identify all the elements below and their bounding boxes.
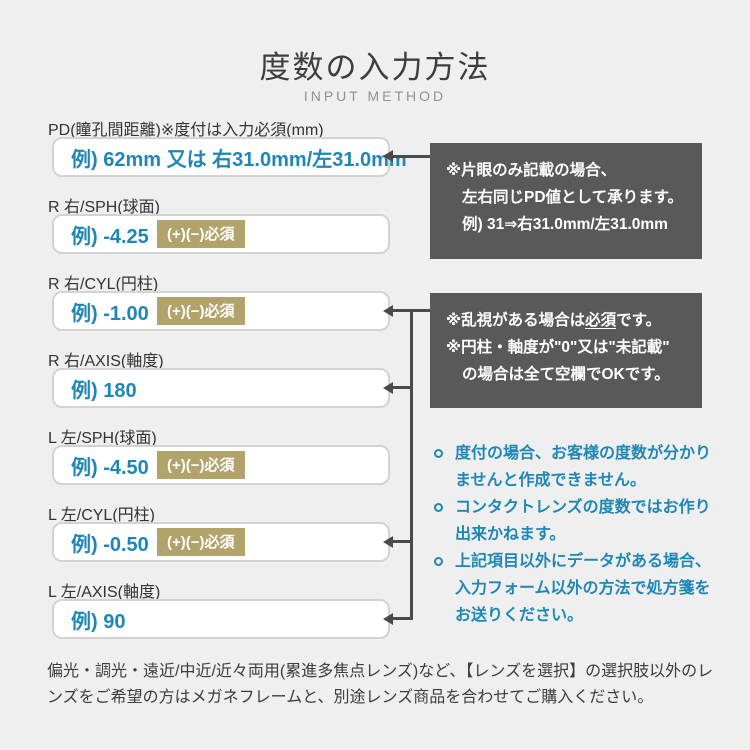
list-item: コンタクトレンズの度数ではお作り出来かねます。 [432, 494, 722, 548]
circle-bullet-icon [434, 449, 443, 458]
field-label-pd: PD(瞳孔間距離)※度付は入力必須(mm) [48, 122, 324, 139]
field-label-l-cyl: L 左/CYL(円柱) [48, 507, 155, 524]
pd-note-line1: ※片眼のみ記載の場合、 [446, 162, 617, 179]
field-label-l-sph: L 左/SPH(球面) [48, 430, 157, 447]
cyl-note-line3: の場合は全て空欄でOKです。 [462, 366, 670, 383]
field-label-r-axis: R 右/AXIS(軸度) [48, 353, 164, 370]
l-axis-example-value: 例) 90 [71, 610, 126, 633]
left-arrow-icon [383, 536, 393, 548]
circle-bullet-icon [434, 557, 443, 566]
r-sph-input[interactable]: 例) -4.25 (+)(−)必須 [52, 214, 390, 254]
footer-note: 偏光・調光・遠近/中近/近々両用(累進多焦点レンズ)など、【レンズを選択】の選択… [47, 663, 714, 706]
required-underlined-word: 必須 [585, 312, 617, 329]
field-label-r-sph: R 右/SPH(球面) [48, 199, 161, 216]
cyl-note-line1: ※乱視がある場合は必須です。 [446, 312, 662, 329]
r-sph-example-value: 例) -4.25 [71, 225, 149, 248]
cyl-note-line2: ※円柱・軸度が"0"又は"未記載" [446, 339, 670, 356]
cyl-axis-note-callout: ※乱視がある場合は必須です。 ※円柱・軸度が"0"又は"未記載" の場合は全て空… [430, 293, 702, 408]
required-sign-badge: (+)(−)必須 [157, 451, 245, 479]
left-arrow-icon [383, 305, 393, 317]
r-cyl-input[interactable]: 例) -1.00 (+)(−)必須 [52, 291, 390, 331]
note-text: コンタクトレンズの度数ではお作り出来かねます。 [455, 499, 711, 543]
l-cyl-input[interactable]: 例) -0.50 (+)(−)必須 [52, 522, 390, 562]
list-item: 度付の場合、お客様の度数が分かりませんと作成できません。 [432, 440, 722, 494]
r-cyl-example-value: 例) -1.00 [71, 302, 149, 325]
l-cyl-example-value: 例) -0.50 [71, 533, 149, 556]
connector-line [393, 386, 413, 389]
l-axis-input[interactable]: 例) 90 [52, 599, 390, 639]
pd-note-callout: ※片眼のみ記載の場合、 左右同じPD値として承ります。 例) 31⇒右31.0m… [430, 143, 702, 259]
l-sph-example-value: 例) -4.50 [71, 456, 149, 479]
note-text: 上記項目以外にデータがある場合、入力フォーム以外の方法で処方箋をお送りください。 [455, 553, 712, 624]
connector-line [393, 617, 413, 620]
connector-line [410, 309, 413, 620]
connector-line [393, 540, 413, 543]
list-item: 上記項目以外にデータがある場合、入力フォーム以外の方法で処方箋をお送りください。 [432, 548, 722, 629]
required-sign-badge: (+)(−)必須 [157, 220, 245, 248]
pd-note-line2: 左右同じPD値として承ります。 [462, 189, 684, 206]
pd-note-line3: 例) 31⇒右31.0mm/左31.0mm [462, 216, 668, 233]
page-subtitle: INPUT METHOD [303, 88, 447, 104]
l-sph-input[interactable]: 例) -4.50 (+)(−)必須 [52, 445, 390, 485]
r-axis-example-value: 例) 180 [71, 379, 137, 402]
circle-bullet-icon [434, 503, 443, 512]
field-label-l-axis: L 左/AXIS(軸度) [48, 584, 161, 601]
required-sign-badge: (+)(−)必須 [157, 297, 245, 325]
left-arrow-icon [383, 150, 393, 162]
note-text: 度付の場合、お客様の度数が分かりませんと作成できません。 [455, 445, 712, 489]
left-arrow-icon [383, 382, 393, 394]
pd-example-value: 例) 62mm 又は 右31.0mm/左31.0mm [71, 148, 407, 171]
pd-input[interactable]: 例) 62mm 又は 右31.0mm/左31.0mm [52, 137, 407, 177]
required-sign-badge: (+)(−)必須 [157, 528, 245, 556]
page-title: 度数の入力方法 [259, 50, 491, 85]
field-label-r-cyl: R 右/CYL(円柱) [48, 276, 159, 293]
notes-list: 度付の場合、お客様の度数が分かりませんと作成できません。 コンタクトレンズの度数… [432, 440, 722, 629]
left-arrow-icon [383, 613, 393, 625]
r-axis-input[interactable]: 例) 180 [52, 368, 390, 408]
connector-line [393, 155, 430, 158]
